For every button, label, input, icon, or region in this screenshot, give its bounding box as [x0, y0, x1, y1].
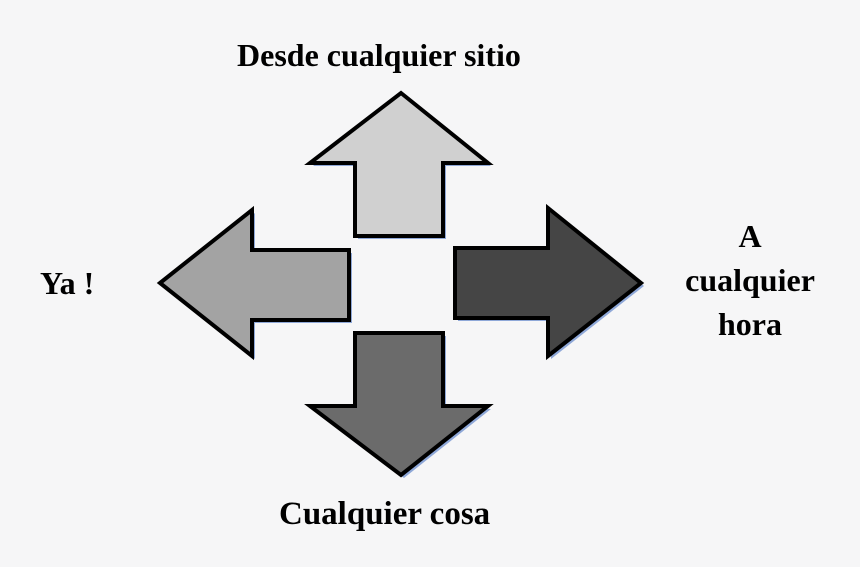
label-right: A cualquier hora [670, 214, 830, 346]
arrow-right-shape [453, 203, 645, 361]
arrow-down-shape [304, 331, 494, 478]
label-bottom: Cualquier cosa [279, 496, 491, 532]
label-right-line-1: A [738, 218, 762, 254]
arrow-up-shape [304, 90, 494, 238]
label-right-line-2: cualquier [685, 262, 815, 298]
label-left: Ya ! [40, 265, 95, 301]
arrow-left-shape [156, 205, 351, 361]
label-right-line-3: hora [718, 306, 782, 342]
label-top: Desde cualquier sitio [237, 37, 521, 73]
